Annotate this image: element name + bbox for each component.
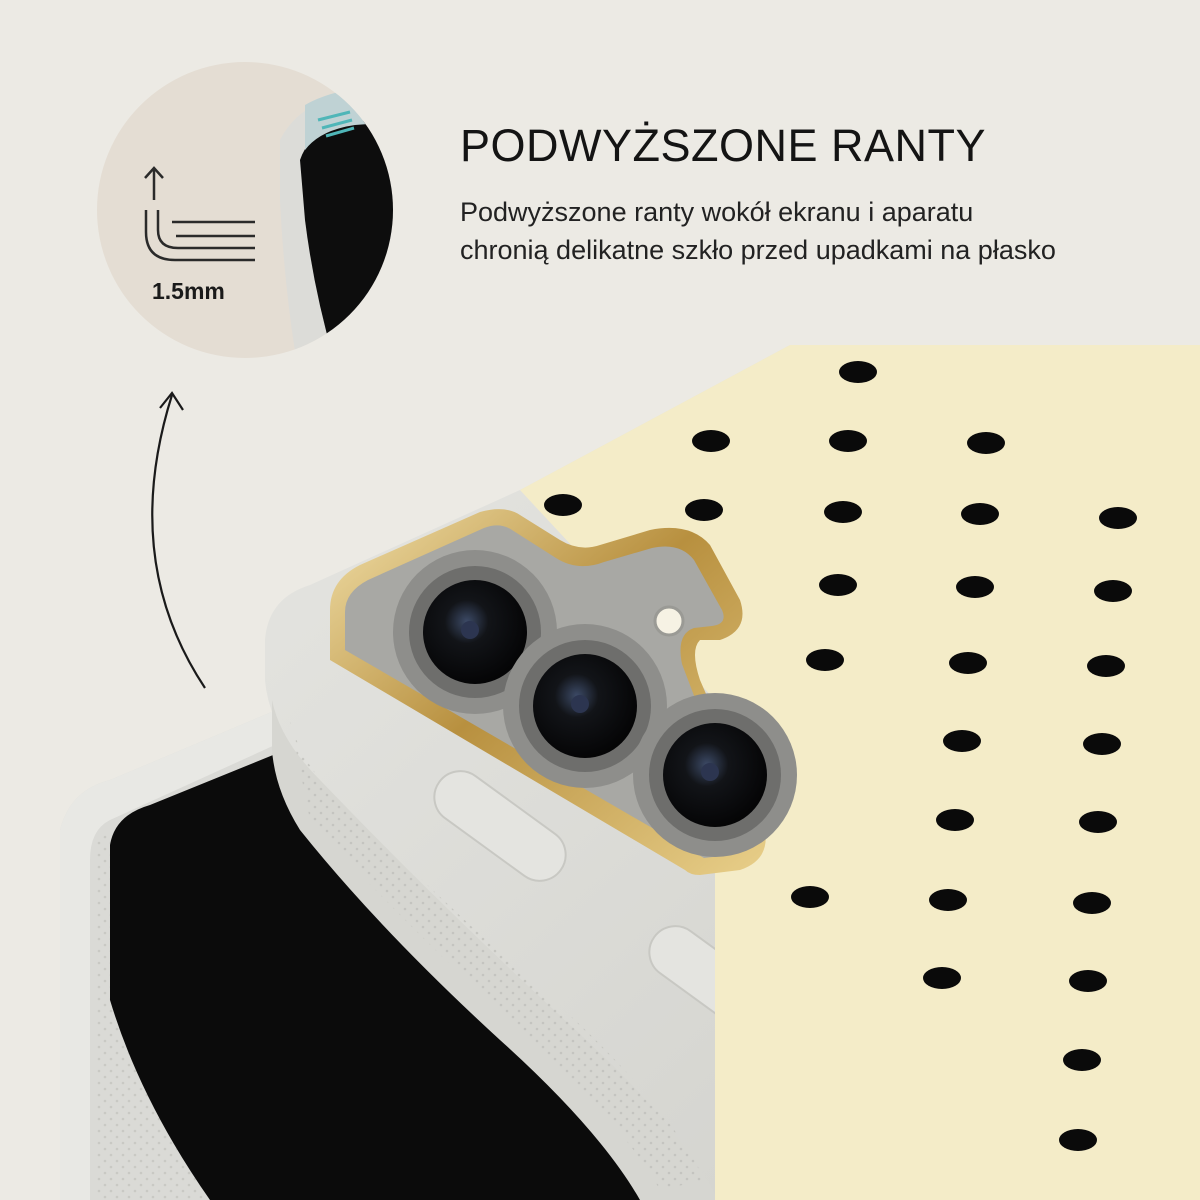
raised-edge-icon bbox=[144, 210, 255, 262]
description-line-1: Podwyższone ranty wokół ekranu i aparatu bbox=[460, 197, 974, 227]
grip-lines-icon bbox=[317, 110, 355, 138]
feature-description: Podwyższone ranty wokół ekranu i aparatu… bbox=[460, 193, 1180, 269]
curved-pointer-arrow-icon bbox=[151, 391, 206, 689]
description-line-2: chronią delikatne szkło przed upadkami n… bbox=[460, 235, 1056, 265]
callout-circle bbox=[97, 62, 393, 358]
edge-height-label: 1.5mm bbox=[152, 278, 225, 304]
camera-lens-3 bbox=[633, 693, 797, 857]
camera-module bbox=[330, 509, 797, 875]
flash-icon bbox=[653, 605, 685, 637]
camera-lens-2 bbox=[503, 624, 667, 788]
feature-title: PODWYŻSZONE RANTY bbox=[460, 120, 987, 171]
side-button-upper bbox=[433, 770, 567, 882]
up-arrow-icon bbox=[144, 166, 164, 200]
